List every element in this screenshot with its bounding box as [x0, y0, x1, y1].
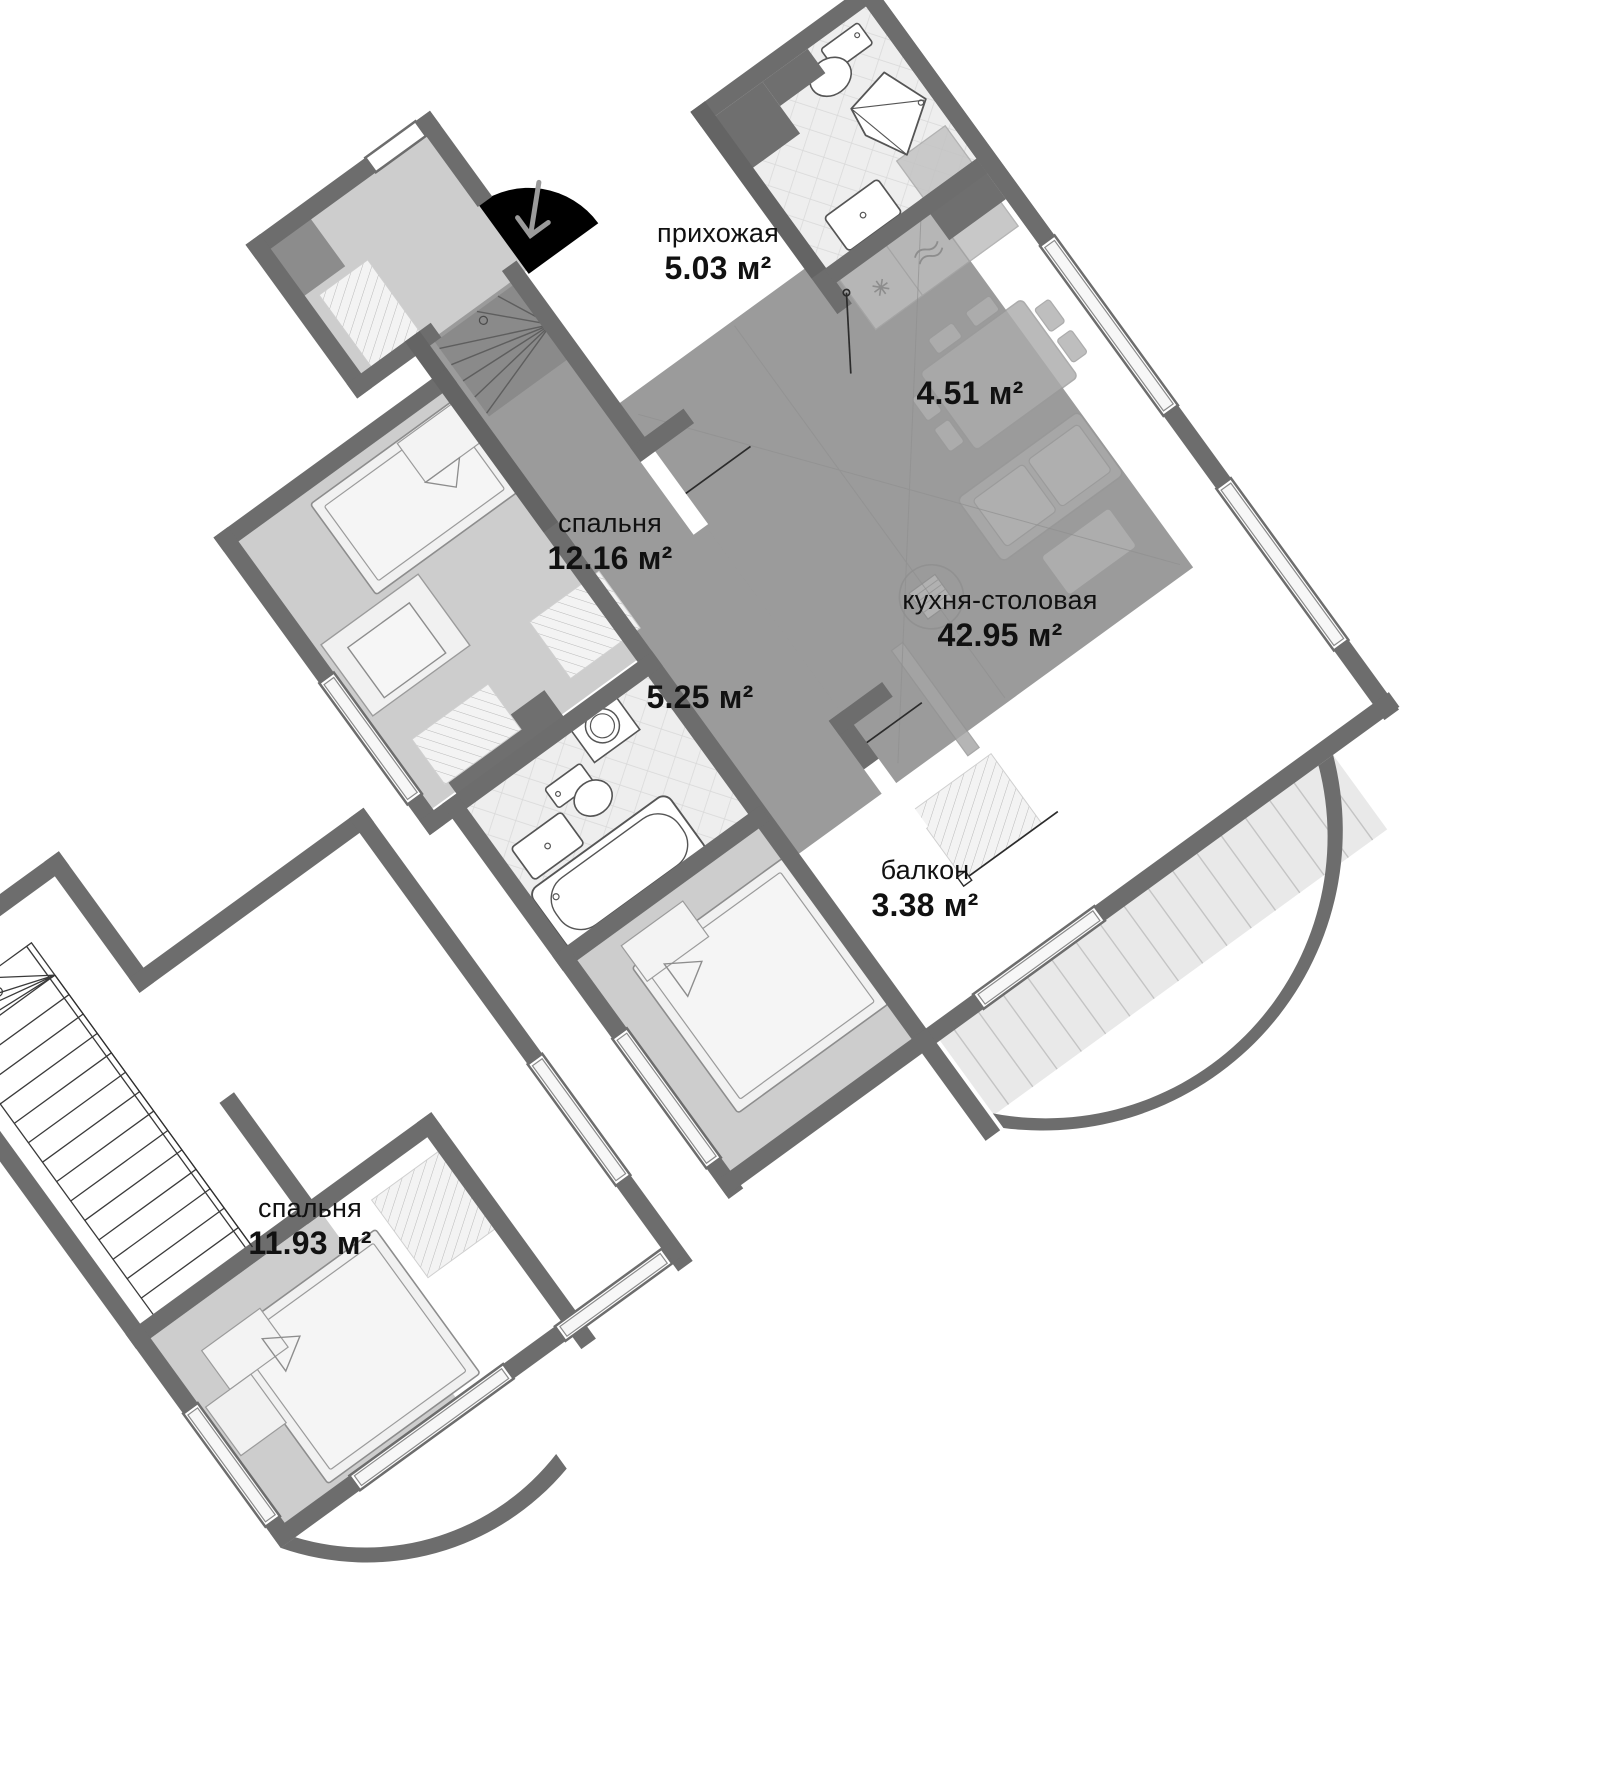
bedroom-1-furniture — [310, 401, 641, 717]
sink-icon — [914, 240, 944, 265]
windows-lower — [181, 1052, 675, 1529]
windows — [317, 119, 1351, 1170]
stove-icon — [872, 278, 890, 296]
bathroom-451-fixtures — [713, 22, 1006, 251]
lower-level-group — [0, 807, 693, 1563]
wall-shading — [404, 101, 827, 533]
washbasin-icon — [824, 179, 902, 251]
upper-level-group — [213, 0, 1400, 1199]
bedroom-2-curved-wall — [280, 1454, 567, 1563]
washbasin-icon-2 — [511, 812, 584, 880]
room-balcony — [930, 741, 1388, 1115]
room-hallway — [267, 133, 527, 386]
lower-bed-furniture — [620, 858, 889, 1113]
stair-rail — [54, 974, 253, 1248]
balcony-parapet — [911, 754, 1343, 1141]
toilet-icon-2 — [544, 763, 613, 817]
shower-icon — [850, 71, 927, 156]
entrance-door-icon — [478, 179, 599, 274]
leader-lines — [685, 288, 1059, 888]
hallway-details — [267, 179, 599, 417]
kitchen-living-room — [422, 187, 1194, 855]
bedroom-2-furniture — [200, 1141, 508, 1484]
